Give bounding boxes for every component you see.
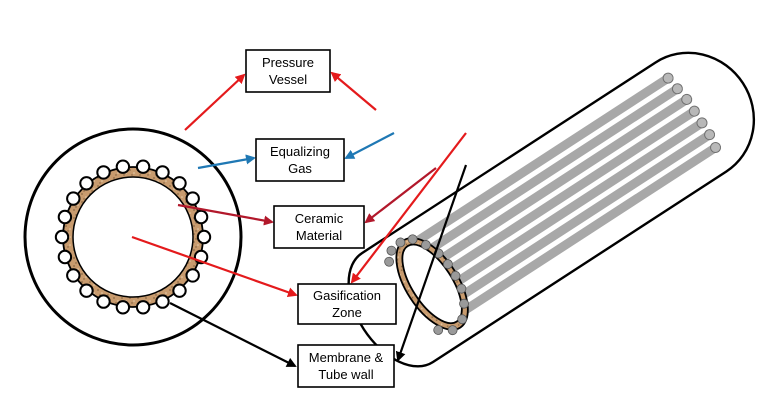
arrow-membrane-right: [395, 164, 468, 362]
arrow-pressure-vessel-right: [330, 71, 377, 111]
label-equalizing-gas-line1: Equalizing: [270, 144, 330, 159]
membrane-tube: [79, 176, 94, 191]
vessel-side-view: [347, 51, 756, 368]
membrane-tube: [79, 283, 94, 298]
arrow-equalizing-gas-right: [344, 132, 395, 159]
membrane-tube: [196, 229, 212, 245]
label-membrane-tube-wall-line1: Membrane &: [309, 350, 384, 365]
label-pressure-vessel-line1: Pressure: [262, 55, 314, 70]
membrane-tube: [96, 294, 111, 309]
membrane-tube: [172, 283, 187, 298]
membrane-tube: [185, 268, 200, 283]
arrow-ceramic-right: [364, 167, 437, 224]
label-ceramic-material-line2: Material: [296, 228, 342, 243]
label-pressure-vessel-line2: Vessel: [269, 72, 307, 87]
arrow-gasification-right: [350, 132, 467, 284]
membrane-tube: [54, 229, 70, 245]
membrane-tube: [135, 159, 151, 174]
membrane-tube: [115, 300, 131, 315]
label-membrane-tube-wall-line2: Tube wall: [318, 367, 373, 382]
membrane-tube: [193, 209, 209, 225]
label-pressure-vessel: Pressure Vessel: [245, 49, 331, 93]
membrane-tube: [135, 300, 151, 315]
membrane-tube-circles: [54, 159, 212, 315]
arrow-membrane-left: [169, 302, 297, 367]
label-membrane-tube-wall: Membrane & Tube wall: [297, 344, 395, 388]
membrane-tube: [96, 165, 111, 180]
membrane-tube: [66, 191, 81, 206]
membrane-tube: [66, 268, 81, 283]
tube-bundle: [400, 73, 721, 324]
membrane-tube: [155, 165, 170, 180]
arrow-gasification-left: [131, 235, 298, 298]
label-equalizing-gas: Equalizing Gas: [255, 138, 345, 182]
arrow-equalizing-gas-left: [197, 154, 256, 170]
membrane-tube: [155, 294, 170, 309]
label-gasification-zone-line1: Gasification: [313, 288, 381, 303]
membrane-tube: [172, 176, 187, 191]
membrane-tube: [57, 249, 73, 265]
arrow-pressure-vessel-left: [184, 73, 246, 131]
tube-ends: [662, 72, 722, 153]
membrane-tube: [115, 159, 131, 174]
vessel-end-tube-openings: [384, 234, 469, 336]
label-ceramic-material: Ceramic Material: [273, 205, 365, 249]
label-equalizing-gas-line2: Gas: [288, 161, 312, 176]
arrow-ceramic-left: [177, 203, 274, 226]
arrows: [131, 71, 468, 367]
label-gasification-zone: Gasification Zone: [297, 283, 397, 325]
membrane-tube: [57, 209, 73, 225]
label-gasification-zone-line2: Zone: [332, 305, 362, 320]
vessel-end-inner: [401, 243, 463, 325]
membrane-tube: [185, 191, 200, 206]
label-ceramic-material-line1: Ceramic: [295, 211, 344, 226]
